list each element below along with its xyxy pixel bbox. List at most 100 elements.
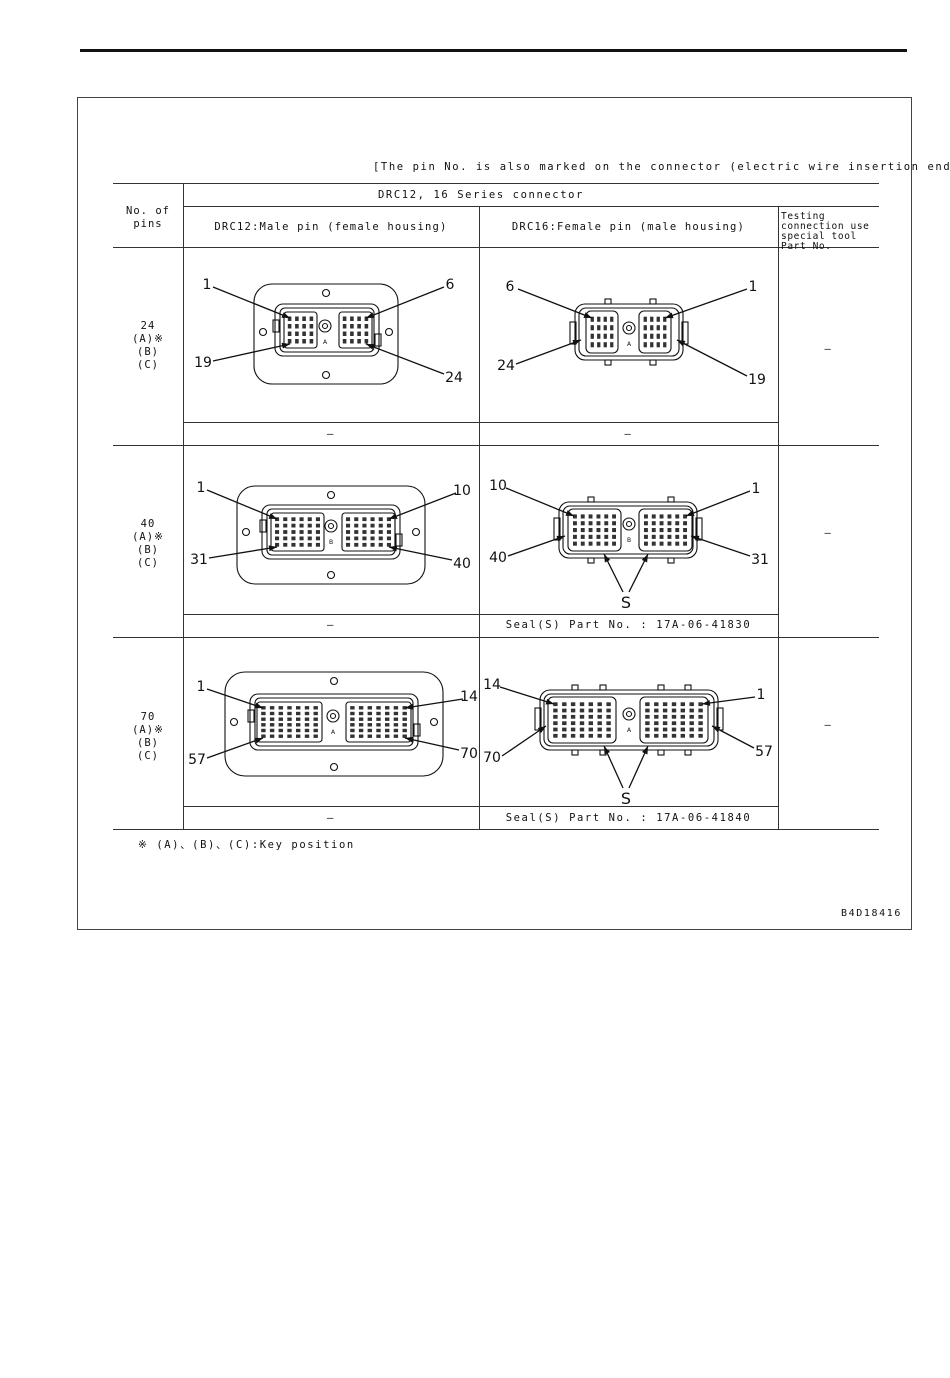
row1-female-part: – [624, 428, 633, 440]
male-pin [269, 706, 275, 710]
callout-top-right: 1 [749, 279, 758, 295]
male-pin [362, 542, 367, 547]
mount-hole [411, 527, 421, 537]
female-pin [671, 727, 677, 732]
female-pin [588, 514, 593, 519]
center-hole [622, 321, 636, 335]
male-pin [376, 717, 381, 721]
tab-bottom [604, 359, 612, 366]
male-pin [367, 706, 372, 710]
flange-outline [224, 671, 444, 777]
female-pin [656, 342, 660, 348]
male-pin [315, 542, 320, 547]
mount-hole [241, 527, 251, 537]
female-pin [671, 702, 677, 707]
center-hole-inner [625, 324, 633, 332]
callout-top-right: 14 [460, 689, 478, 705]
pin-block [638, 310, 672, 354]
female-pin [643, 316, 647, 322]
female-pin [698, 702, 703, 707]
female-pin [597, 342, 601, 348]
seal-arrow-right-head [641, 746, 648, 755]
male-pin [378, 517, 383, 522]
male-pin [309, 331, 314, 336]
row3-male-part: – [327, 812, 335, 824]
female-pin [675, 521, 680, 526]
female-pin [698, 714, 703, 719]
male-pin [350, 331, 354, 336]
female-pin [579, 733, 585, 738]
male-pin [393, 728, 399, 733]
female-pin [570, 714, 576, 719]
female-pin [689, 714, 694, 719]
tab-top [599, 684, 607, 691]
female-pin [597, 316, 601, 322]
arrow-top-right [664, 288, 748, 319]
male-pin [287, 324, 292, 329]
header-drc16: DRC16:Female pin (male housing) [511, 221, 746, 233]
male-pin [358, 711, 364, 716]
male-pin [354, 536, 359, 541]
female-pin [650, 316, 654, 322]
female-pin [596, 534, 601, 539]
female-pin [645, 714, 650, 719]
key-letter: B [329, 539, 333, 546]
male-pin [313, 706, 318, 710]
female-pin [675, 534, 680, 539]
female-pin [603, 342, 607, 348]
row3-part-line [183, 806, 778, 807]
male-pin [393, 734, 399, 738]
female-pin [588, 708, 593, 713]
header-no-of-pins: No. of pins [126, 205, 170, 230]
callout-top-left: 14 [483, 677, 501, 693]
female-pin [656, 325, 660, 331]
female-pin [588, 733, 593, 738]
male-pin [278, 723, 283, 727]
housing-outline [558, 501, 698, 559]
female-pin [675, 541, 680, 546]
male-pin [302, 324, 306, 329]
callout-bottom-left: 70 [483, 750, 501, 766]
row2-bottom-line [113, 637, 879, 638]
female-pin [675, 514, 680, 519]
center-hole [622, 707, 636, 721]
male-pin [402, 728, 407, 733]
center-hole-inner [327, 522, 335, 530]
female-pin [659, 521, 664, 526]
female-pin [671, 714, 677, 719]
female-pin [654, 714, 659, 719]
callout-bottom-left: 31 [190, 552, 208, 568]
female-pin [604, 514, 609, 519]
seal-label: S [621, 593, 631, 612]
male-pin [299, 523, 304, 528]
male-pin [346, 530, 351, 534]
female-pin [654, 721, 659, 726]
arrow-top-left [499, 686, 555, 705]
female-pin [662, 727, 668, 732]
female-pin [645, 733, 650, 738]
callout-top-left: 1 [203, 277, 212, 293]
mount-hole [258, 327, 268, 337]
female-pin [662, 733, 668, 738]
female-pin [689, 733, 694, 738]
male-pin [269, 734, 275, 738]
female-pin [573, 514, 577, 519]
male-pin [313, 711, 318, 716]
male-pin [342, 316, 347, 321]
male-pin [291, 530, 296, 534]
pin-block [341, 512, 396, 552]
male-pin [275, 536, 280, 541]
tab-bottom [667, 557, 675, 564]
male-pin [354, 523, 359, 528]
female-pin [610, 333, 614, 339]
female-pin [573, 521, 577, 526]
female-pin [588, 521, 593, 526]
mount-hole [329, 762, 339, 772]
male-pin [309, 339, 314, 344]
tab-top [587, 496, 595, 503]
arrow-top-left-head [254, 702, 263, 709]
mount-hole [321, 370, 331, 380]
female-pin [597, 727, 602, 732]
